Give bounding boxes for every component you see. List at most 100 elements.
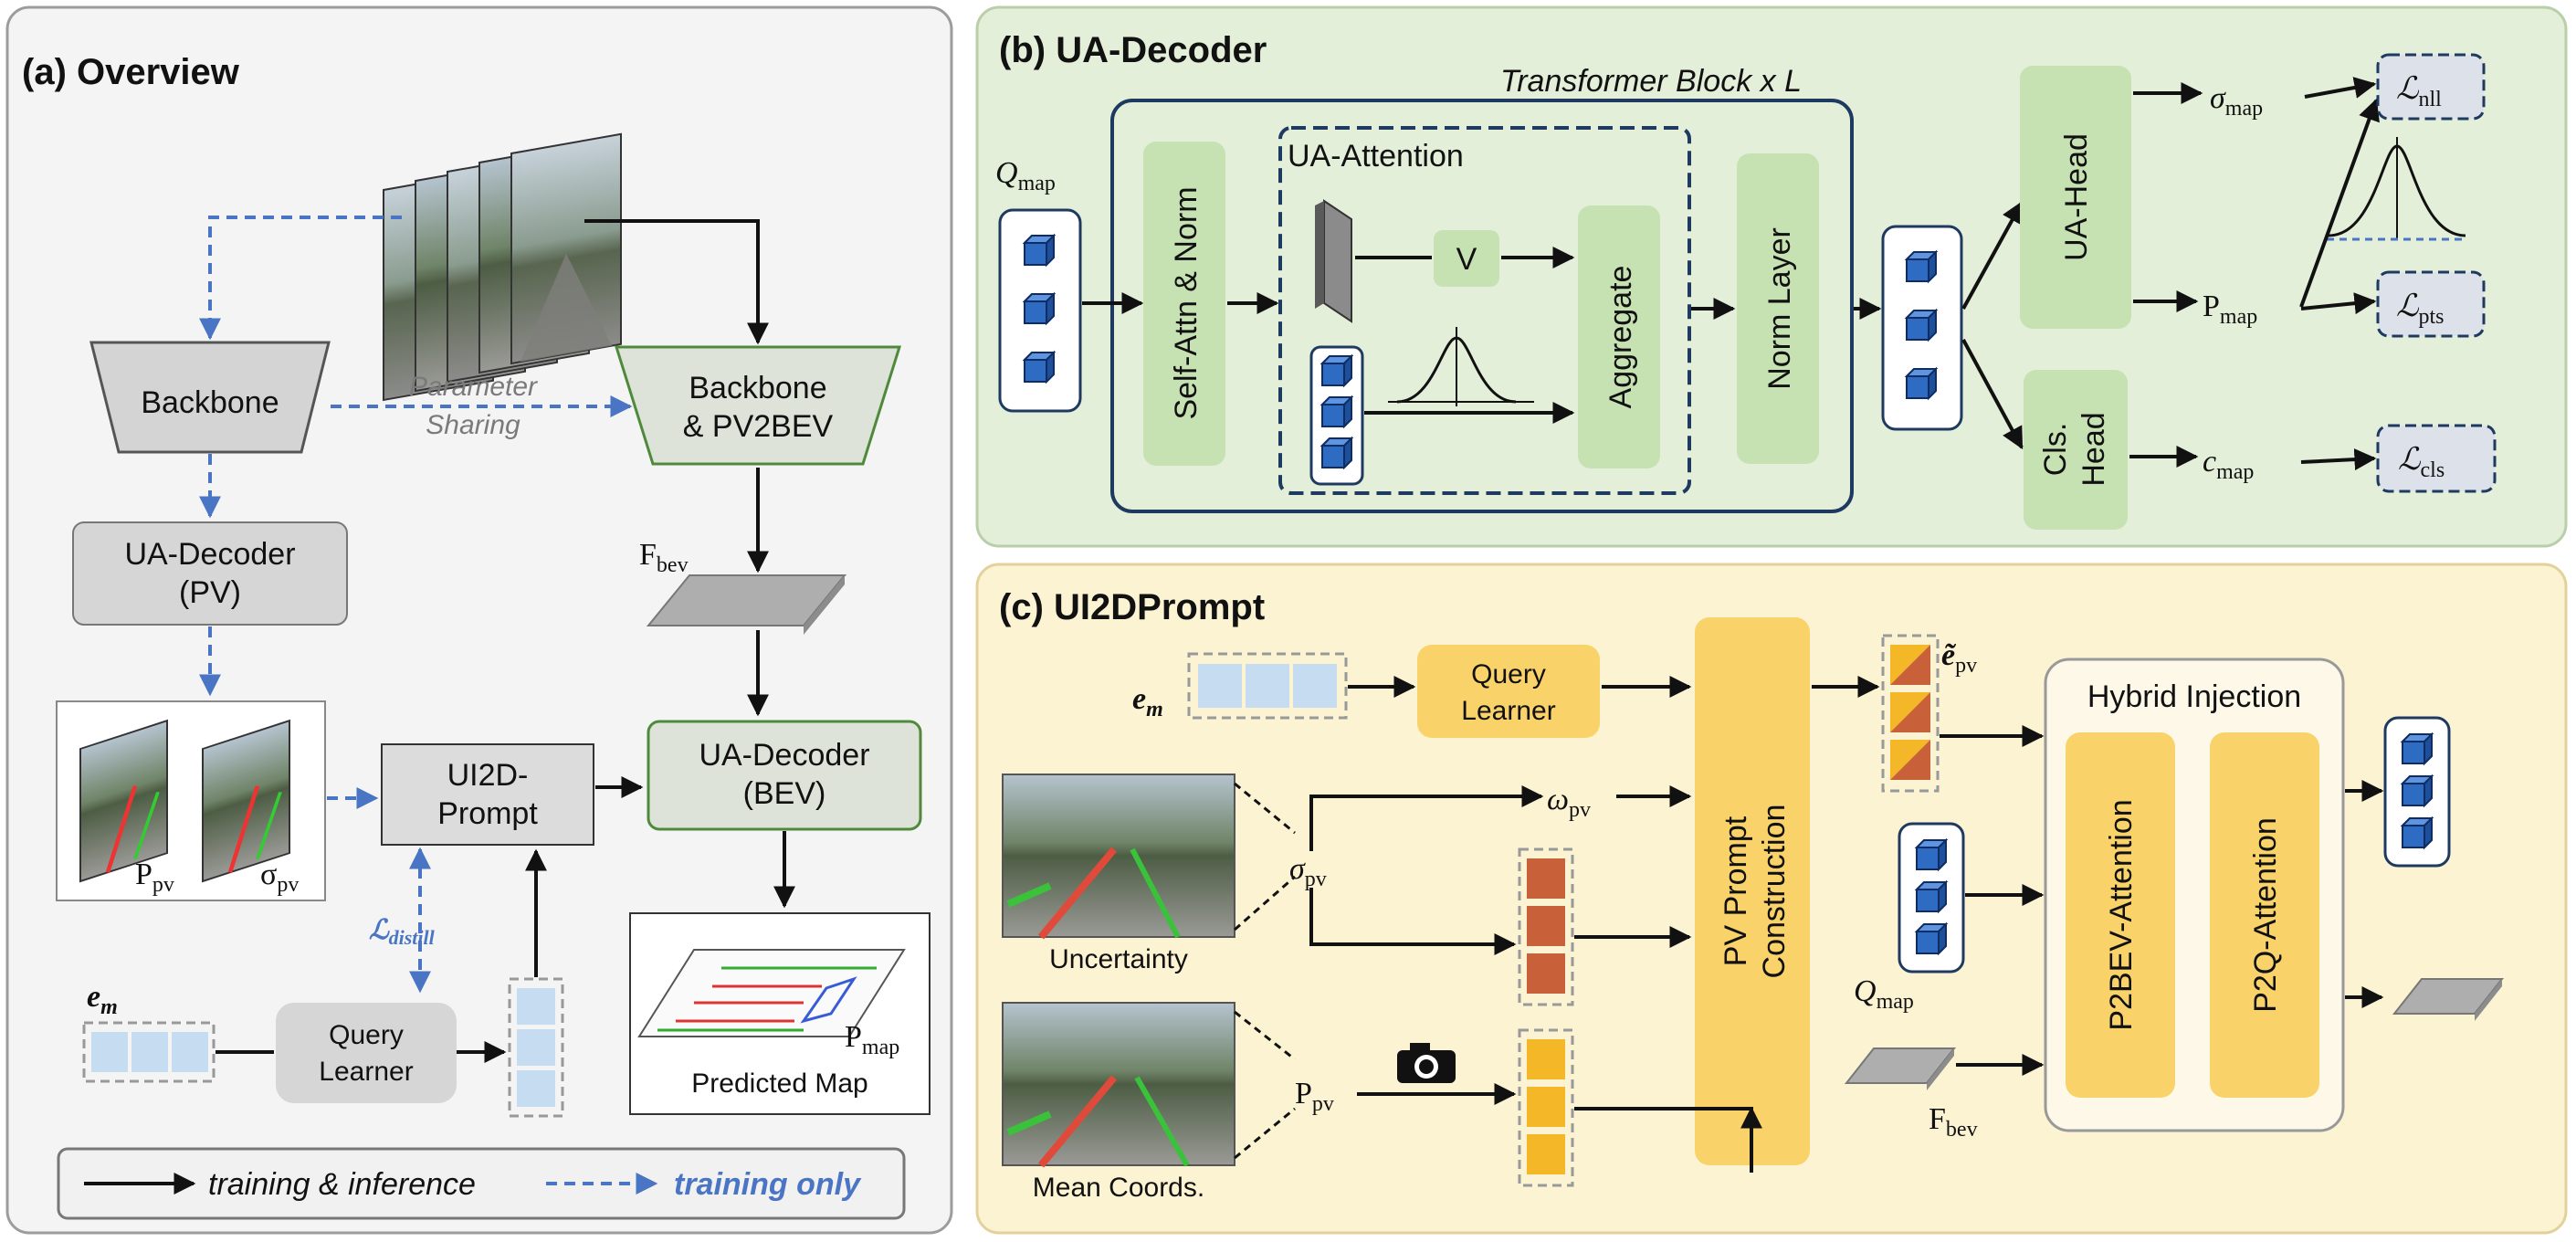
qmap-label-b: Qmap [995,156,1056,195]
p2q-label: P2Q-Attention [2248,817,2283,1013]
to-cls-head-arrow [1961,339,2024,450]
norm-layer-block [1737,153,1819,464]
sigma-pv-label: σpv [260,858,299,897]
loss-cls-label: ℒcls [2398,443,2445,482]
overview-title: (a) Overview [22,52,240,92]
decoder-bev-line1: UA-Decoder [699,738,869,773]
fbev-label-a: Fbev [639,538,689,577]
mean-cone-bottom [1234,1107,1296,1160]
mean-lane-2 [1134,1076,1190,1167]
fbev-label-c: Fbev [1929,1102,1978,1142]
transformer-block [1110,99,1854,513]
sigma-pv-label-c: σpv [1289,852,1327,891]
mean-lane-1 [1037,1075,1118,1168]
self-attn-block [1143,142,1225,466]
aggregate-block [1578,205,1660,468]
ua-attention-box [1278,126,1691,495]
etilde-cell-1 [1890,645,1930,685]
coord-bar-1 [1527,1039,1565,1079]
camera-icon [1397,1043,1456,1083]
coord-feature-box [1518,1028,1574,1187]
query-learner-c [1417,645,1600,738]
images-to-backbone-arrow [199,216,402,341]
feature-slab-edge [1315,201,1324,309]
em-embedding-a [82,1021,216,1083]
hybrid-output-bev-edge [2475,979,2502,1021]
pv-prompt-line2: Construction [1757,805,1792,979]
legend-solid-label: training & inference [208,1167,476,1202]
map-crossing [800,976,857,1024]
p-map-label: Pmap [2203,289,2257,329]
ppv-label: Ppv [135,858,174,897]
sigma-to-bars-arrow [1309,888,1517,955]
self-attn-label: Self-Attn & Norm [1169,186,1204,419]
transformer-label: Transformer Block x L [1500,64,1802,99]
mean-lane-3 [1006,1110,1052,1136]
legend-dashed-label: training only [674,1167,862,1202]
backbone-label: Backbone [141,385,279,420]
ui2d-prompt-block [381,743,594,846]
predicted-map-label: Predicted Map [691,1068,867,1099]
param-sharing-line1: Parameter [409,372,538,402]
p2q-block [2210,732,2319,1098]
param-sharing-line2: Sharing [426,410,520,440]
decoder-pv-line2: (PV) [179,575,241,610]
backbone-block [89,341,331,454]
sigma-to-nll-arrow [2304,77,2377,99]
predicted-map-plane [637,949,906,1037]
fbev-plane-a-edge [804,575,845,635]
p2bev-block [2066,732,2175,1098]
norm-layer-label: Norm Layer [1762,227,1797,390]
decoder-bev-line2: (BEV) [743,776,826,811]
uncertainty-lane-3 [1006,882,1052,908]
ua-head-block [2020,66,2131,329]
uncertainty-image [1002,774,1235,938]
images-to-bev-arrow [584,219,769,345]
cls-head-line2: Head [2077,412,2111,486]
prompt-cell-1 [517,988,555,1025]
sigma-bar-1 [1527,858,1565,899]
multi-view-images [383,132,622,402]
legend-box [57,1147,906,1220]
sigma-feature-box [1518,847,1574,1006]
query-learner-a [276,1003,457,1103]
decoder-pv-line1: UA-Decoder [124,537,295,572]
loss-cls-box [2376,424,2497,493]
em-cell-3 [172,1032,208,1072]
pv-prompt-line1: PV Prompt [1719,816,1753,966]
em-c-cell-2 [1246,664,1289,708]
loss-nll-label: ℒnll [2396,72,2442,111]
loss-pts-label: ℒpts [2396,289,2445,329]
coord-bar-3 [1527,1134,1565,1174]
pv-prompt-block [1695,617,1810,1165]
query-c-line1: Query [1471,659,1546,689]
p-to-nll-arrow [2299,98,2380,308]
cls-head-line1: Cls. [2038,423,2073,477]
ppv-image [79,719,168,883]
fbev-plane-c-edge [1927,1048,1954,1090]
coord-bar-2 [1527,1087,1565,1127]
decoder-title: (b) UA-Decoder [999,30,1267,70]
uncertainty-lane-2 [1130,847,1181,939]
distill-label: ℒdistill [369,915,436,949]
em-cell-1 [91,1032,128,1072]
cls-head-block [2024,370,2128,530]
uncertainty-cone-bottom [1234,875,1296,932]
query-a-line1: Query [329,1020,404,1050]
backbone-bev-line1: Backbone [689,371,826,405]
etilde-cell-3 [1890,740,1930,780]
loss-pts-box [2376,270,2486,338]
uncertainty-cone-top [1234,782,1296,835]
query-c-line2: Learner [1461,696,1555,726]
feature-slab [1323,199,1352,323]
hybrid-label: Hybrid Injection [2087,679,2301,714]
etilde-cell-2 [1890,692,1930,732]
v-label: V [1456,242,1477,277]
em-label-c: em [1132,682,1163,721]
ua-head-label: UA-Head [2059,133,2094,261]
p-to-pts-arrow [2300,292,2377,315]
backbone-bev-block [614,345,902,466]
uncertainty-lane-1 [1037,847,1118,940]
mean-coords-image [1002,1002,1235,1166]
